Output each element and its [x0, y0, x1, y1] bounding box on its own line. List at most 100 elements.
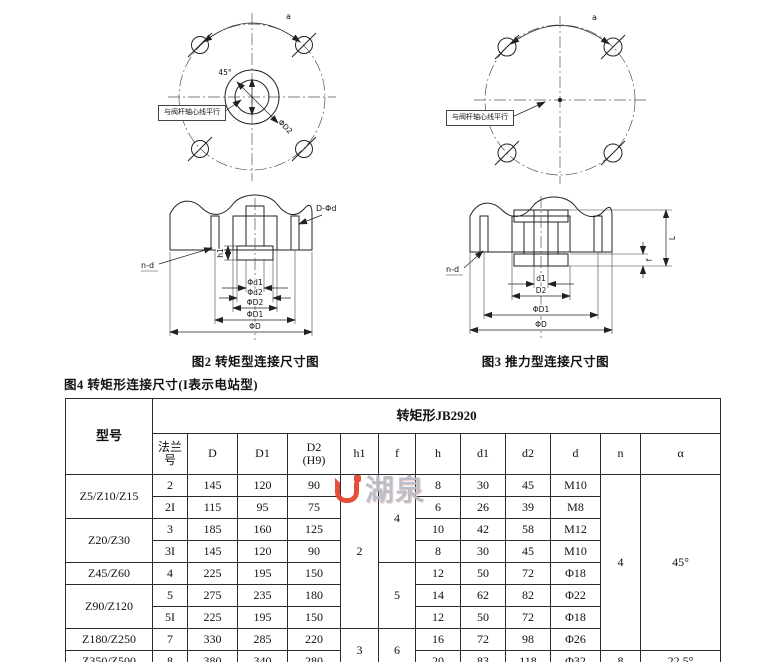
dim-cell: Φ26 — [550, 628, 601, 651]
f-span-cell: 5 — [378, 562, 416, 629]
technical-drawings: 45° ΦD2 a — [140, 11, 678, 340]
flange-cell: 3 — [152, 518, 188, 541]
table-row: Z5/Z10/Z15 2 145 120 90 2 4 8 30 45 M10 … — [65, 474, 722, 651]
dim-cell: 72 — [460, 628, 506, 651]
header-n: n — [600, 433, 641, 475]
n-d-label: n-d — [446, 265, 459, 274]
section-view-torque: h1 n-d D-Φd Φd1 Φd2 ΦD2 ΦD1 — [140, 194, 337, 340]
center-point — [557, 97, 563, 103]
flange-cell: 2I — [152, 496, 188, 519]
flange-cell: 4 — [152, 562, 188, 585]
dim-phiD1: ΦD1 — [247, 310, 264, 319]
dim-phid1: Φd1 — [247, 278, 263, 287]
header-flange: 法兰号 — [152, 433, 188, 475]
flange-bolt-hole-section — [593, 215, 603, 253]
dim-cell: 58 — [505, 518, 551, 541]
h1-label: h1 — [216, 248, 225, 258]
bolt-hole — [291, 32, 317, 58]
model-cell: Z5/Z10/Z15 — [65, 474, 153, 519]
dim-cell: 30 — [460, 474, 506, 497]
dim-cell: 145 — [187, 540, 238, 563]
model-cell: Z90/Z120 — [65, 584, 153, 629]
model-cell: Z45/Z60 — [65, 562, 153, 585]
dim-f-label: f — [645, 258, 654, 261]
dim-cell: 118 — [505, 650, 551, 662]
h1-span-cell: 2 — [340, 474, 379, 629]
header-D1: D1 — [237, 433, 288, 475]
dim-cell: 72 — [505, 606, 551, 629]
dim-phiD1: ΦD1 — [533, 305, 550, 314]
dim-cell: 42 — [460, 518, 506, 541]
bolt-hole — [187, 32, 213, 58]
dim-cell: 50 — [460, 606, 506, 629]
dim-cell: 20 — [415, 650, 461, 662]
dim-cell: 14 — [415, 584, 461, 607]
stem-parallel-note-thrust: 与阀杆轴心线平行 — [446, 110, 514, 126]
header-d1: d1 — [460, 433, 506, 475]
dim-cell: 120 — [237, 474, 288, 497]
dim-a-label: a — [286, 12, 291, 21]
header-group: 转矩形JB2920 — [151, 398, 722, 434]
dim-cell: 39 — [505, 496, 551, 519]
dim-cell: 280 — [287, 650, 341, 662]
dim-cell: 150 — [287, 562, 341, 585]
dim-cell: 285 — [237, 628, 288, 651]
f-span-cell: 4 — [378, 474, 416, 563]
dim-cell: 145 — [187, 474, 238, 497]
fig3-caption: 图3 推力型连接尺寸图 — [481, 355, 610, 369]
flange-bolt-hole-section — [479, 215, 489, 253]
dim-cell: 225 — [187, 562, 238, 585]
dim-cell: 50 — [460, 562, 506, 585]
actuator-body-section — [469, 196, 613, 253]
dim-cell: 16 — [415, 628, 461, 651]
flange-face-view-thrust: a — [474, 12, 646, 184]
dim-cell: Φ18 — [550, 606, 601, 629]
dim-cell: 380 — [187, 650, 238, 662]
bolt-hole — [494, 34, 520, 60]
dim-cell: M10 — [550, 474, 601, 497]
n-span-cell: 4 — [600, 474, 641, 651]
flange-cell: 2 — [152, 474, 188, 497]
dim-d1: d1 — [536, 274, 546, 283]
dim-D2: D2 — [536, 286, 547, 295]
dim-cell: 120 — [237, 540, 288, 563]
phiD2-label: ΦD2 — [276, 118, 294, 136]
bolt-hole — [494, 140, 520, 166]
header-flange-line2: 号 — [163, 453, 176, 467]
table-row: Z350/Z500 8 380 340 280 20 83 118 Φ32 8 … — [65, 650, 722, 662]
dim-cell: 220 — [287, 628, 341, 651]
f-span-cell: 6 — [378, 628, 416, 662]
dim-cell: 235 — [237, 584, 288, 607]
dim-cell: 72 — [505, 562, 551, 585]
dim-cell: 150 — [287, 606, 341, 629]
table-row: Z90/Z120 5 275 235 180 14 62 82 Φ22 — [65, 584, 721, 629]
model-cell: Z180/Z250 — [65, 628, 153, 651]
flange-cell: 3I — [152, 540, 188, 563]
fig4-caption: 图4 转矩形连接尺寸(I表示电站型) — [64, 378, 259, 392]
header-f: f — [378, 433, 416, 475]
angle-45-label: 45° — [218, 68, 232, 77]
dim-cell: 180 — [287, 584, 341, 607]
header-D2-line2: (H9) — [302, 453, 326, 467]
header-alpha: α — [639, 433, 722, 475]
dim-cell: 82 — [505, 584, 551, 607]
alpha-span-cell: 45° — [639, 474, 722, 651]
dim-cell: 330 — [187, 628, 238, 651]
dim-cell: 75 — [287, 496, 341, 519]
header-D2: D2(H9) — [287, 433, 341, 475]
fig2-caption: 图2 转矩型连接尺寸图 — [191, 355, 320, 369]
header-h: h — [415, 433, 461, 475]
model-cell: Z20/Z30 — [65, 518, 153, 563]
dim-cell: M10 — [550, 540, 601, 563]
dim-cell: 225 — [187, 606, 238, 629]
D-phid-label: D-Φd — [316, 204, 336, 213]
n-span-cell: 8 — [600, 650, 641, 662]
dim-cell: 115 — [187, 496, 238, 519]
header-D: D — [187, 433, 238, 475]
table-row: Z45/Z60 4 225 195 150 5 12 50 72 Φ18 — [65, 562, 721, 629]
dim-cell: 98 — [505, 628, 551, 651]
section-view-thrust: n-d f L d1 D2 ΦD1 ΦD — [445, 196, 678, 338]
dim-cell: 62 — [460, 584, 506, 607]
dim-phid2: Φd2 — [247, 288, 263, 297]
